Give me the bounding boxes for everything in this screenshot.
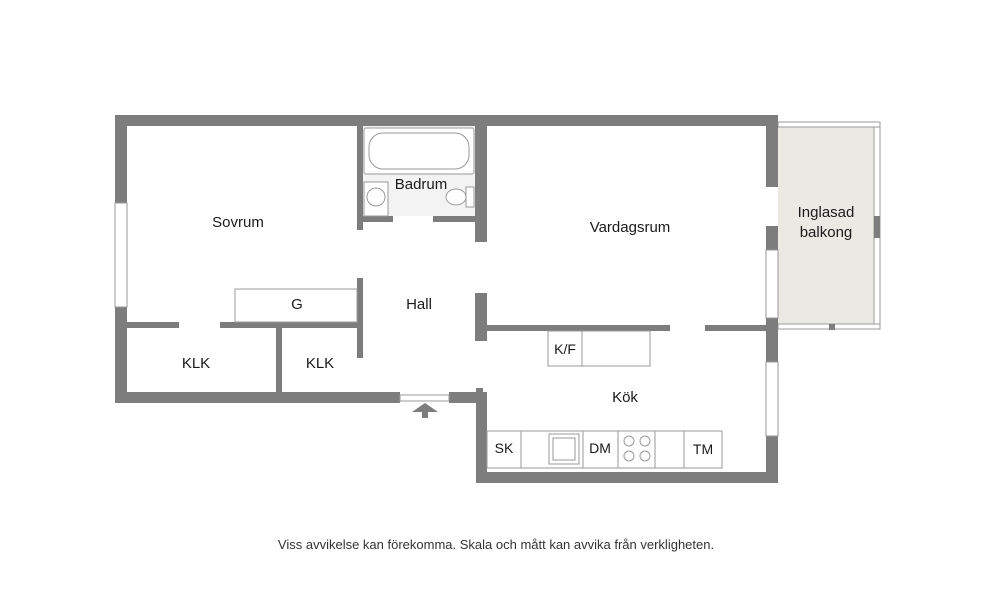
- wall-badrum-bottom-right: [433, 216, 487, 222]
- wall-right-mid: [766, 226, 778, 250]
- stove: [617, 430, 656, 469]
- wall-kitchen-left: [476, 392, 487, 483]
- wall-sovrum-badrum: [357, 126, 363, 230]
- room-label-vardagsrum: Vardagsrum: [590, 219, 671, 236]
- room-label-kok: Kök: [612, 389, 638, 406]
- entrance-arrow-stem: [422, 411, 428, 418]
- room-label-balkong-line2: balkong: [800, 224, 853, 241]
- room-label-badrum: Badrum: [395, 176, 448, 193]
- wall-badrum-vardagsrum: [475, 126, 487, 242]
- wall-hall-left: [357, 278, 363, 358]
- windows: [114, 202, 779, 437]
- room-label-balkong-line1: Inglasad: [798, 204, 855, 221]
- wall-left-upper: [115, 115, 127, 203]
- entrance-arrow-icon: [412, 403, 438, 412]
- balcony-post: [874, 216, 880, 238]
- wall-klk1-top-left: [127, 322, 179, 328]
- balcony-glazing-top: [777, 121, 881, 128]
- fixture-label-sk: SK: [495, 440, 514, 456]
- entrance: [399, 394, 450, 418]
- entrance-threshold: [399, 394, 450, 402]
- stove-burner-icon: [623, 450, 635, 462]
- wall-top: [115, 115, 778, 126]
- wall-badrum-bottom-left: [357, 216, 393, 222]
- wall-entry-stub: [476, 388, 483, 394]
- kitchen-sink-basin: [552, 437, 576, 461]
- balcony: [777, 121, 881, 330]
- stove-burner-icon: [623, 435, 635, 447]
- fixture-label-g: G: [291, 296, 303, 313]
- window-sovrum: [114, 202, 128, 308]
- fixture-label-dm: DM: [589, 440, 611, 456]
- window-kok: [765, 361, 779, 437]
- wall-klk-top: [220, 322, 363, 328]
- wall-kitchen-top-right: [705, 325, 772, 331]
- toilet-icon: [445, 188, 467, 206]
- interior-walls: [127, 126, 772, 398]
- balcony-post-bottom: [829, 324, 835, 330]
- wall-right-top: [766, 115, 778, 187]
- fixture-label-tm: TM: [693, 441, 713, 457]
- fridge-freezer: [547, 330, 583, 367]
- fixture-label-kf: K/F: [554, 341, 576, 357]
- wall-left-lower: [115, 307, 127, 403]
- counter-top-kitchen: [581, 330, 651, 367]
- room-label-klk-1: KLK: [182, 355, 210, 372]
- balcony-floor: [778, 126, 878, 328]
- wall-kitchen-top-left: [475, 325, 670, 331]
- wall-right-kitchen: [766, 318, 778, 362]
- counter-tm: [683, 430, 723, 469]
- room-label-hall: Hall: [406, 296, 432, 313]
- kitchen-counter: [486, 430, 723, 469]
- wall-bottom-entry-right: [449, 392, 486, 403]
- wall-klk-divider: [276, 322, 282, 398]
- disclaimer-text: Viss avvikelse kan förekomma. Skala och …: [277, 537, 715, 552]
- room-label-klk-2: KLK: [306, 355, 334, 372]
- wall-kitchen-bottom: [476, 472, 778, 483]
- room-label-sovrum: Sovrum: [212, 214, 264, 231]
- stove-burner-icon: [639, 450, 651, 462]
- counter-sk: [486, 430, 522, 469]
- wardrobe-g: [234, 288, 358, 323]
- toilet-tank: [465, 186, 475, 208]
- window-vardagsrum: [765, 249, 779, 319]
- wall-bottom-left: [115, 392, 400, 403]
- wall-right-bottom: [766, 436, 778, 483]
- sink-icon: [366, 187, 386, 207]
- stove-burner-icon: [639, 435, 651, 447]
- bathroom-fixtures: [363, 126, 475, 217]
- bathtub-basin: [368, 132, 470, 170]
- wall-hall-right: [475, 293, 487, 341]
